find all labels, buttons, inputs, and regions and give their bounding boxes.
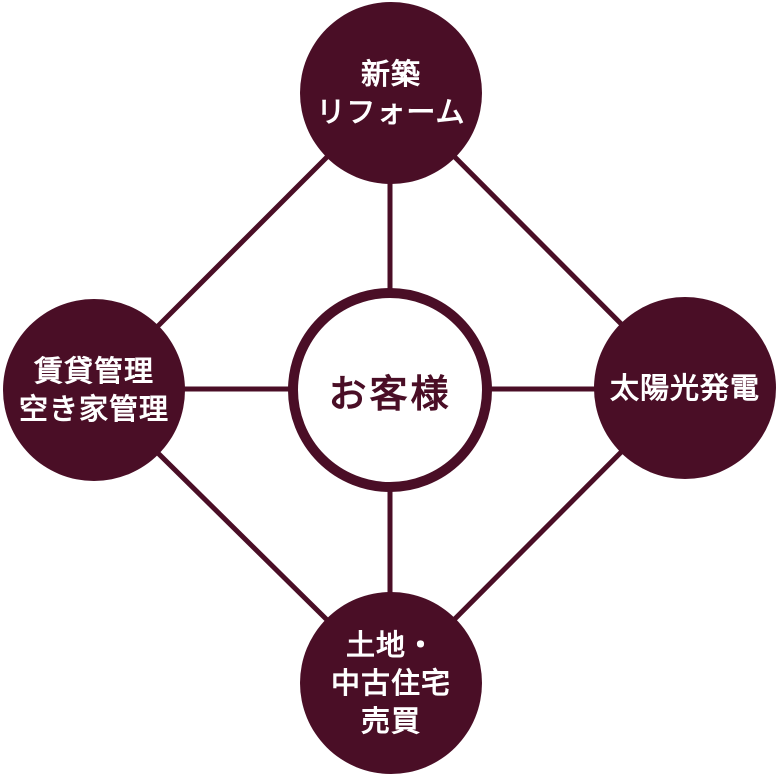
node-solar-power-generation: 太陽光発電 [594, 297, 776, 479]
node-label-line: 新築 [360, 56, 421, 91]
node-label-line: 空き家管理 [18, 392, 169, 426]
node-label-line: 賃貸管理 [33, 353, 154, 388]
node-customer-center: お客様 [288, 288, 492, 492]
node-label-line: リフォーム [316, 95, 466, 129]
center-label: お客様 [328, 371, 452, 416]
node-label-line: 太陽光発電 [609, 370, 760, 405]
node-new-construction-reform: 新築 リフォーム [300, 2, 482, 184]
node-label-line: 売買 [360, 704, 421, 739]
node-label-line: 中古住宅 [330, 665, 451, 700]
node-land-used-house-sale: 土地・ 中古住宅 売買 [300, 592, 482, 774]
node-label-line: 土地・ [345, 627, 436, 662]
node-rental-vacant-house-management: 賃貸管理 空き家管理 [3, 299, 185, 481]
